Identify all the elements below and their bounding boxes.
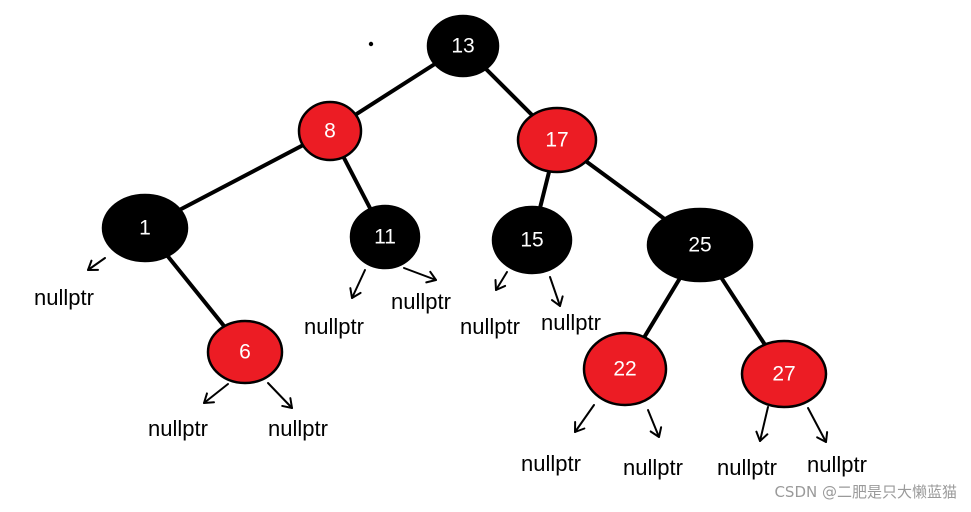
null-15-right: nullptr: [541, 276, 601, 335]
arrow-head-icon: [755, 430, 769, 442]
node-circle-red: [297, 100, 363, 162]
nullptr-label: nullptr: [807, 452, 867, 477]
stray-dot: [368, 41, 374, 47]
null-22-right: nullptr: [623, 409, 683, 480]
null-27-right: nullptr: [807, 407, 867, 477]
arrow-head-icon: [87, 259, 99, 271]
node-circle-black: [349, 204, 421, 270]
nullptr-label: nullptr: [391, 289, 451, 314]
nullptr-label: nullptr: [623, 455, 683, 480]
arrow-shaft: [87, 257, 106, 271]
node-circle-black: [101, 193, 189, 263]
tree-node-25: 25: [646, 207, 754, 283]
arrow-shaft: [574, 404, 595, 433]
tree-node-6: 6: [206, 319, 284, 385]
tree-node-11: 11: [349, 204, 421, 270]
arrow-head-icon: [550, 295, 564, 307]
node-label: 17: [545, 129, 568, 152]
watermark: CSDN @二肥是只大懒蓝猫: [774, 483, 957, 501]
node-label: 11: [374, 226, 396, 249]
arrow-shaft: [203, 383, 229, 404]
nullptr-label: nullptr: [148, 416, 208, 441]
tree-node-15: 15: [491, 205, 573, 275]
node-circle-black: [426, 14, 500, 78]
nullptr-label: nullptr: [717, 455, 777, 480]
nullptr-label: nullptr: [268, 416, 328, 441]
arrow-shaft: [403, 267, 437, 281]
node-circle-red: [582, 331, 668, 407]
node-label: 6: [239, 341, 251, 364]
nullptr-label: nullptr: [460, 314, 520, 339]
node-label: 13: [451, 35, 474, 58]
tree-node-22: 22: [582, 331, 668, 407]
tree-node-17: 17: [516, 106, 598, 174]
nullptr-label: nullptr: [541, 310, 601, 335]
null-11-left: nullptr: [304, 269, 366, 339]
node-label: 27: [772, 363, 795, 386]
arrow-shaft: [495, 271, 508, 291]
tree-node-8: 8: [297, 100, 363, 162]
arrow-shaft: [351, 269, 366, 299]
node-circle-red: [206, 319, 284, 385]
arrow-head-icon: [816, 431, 829, 443]
node-circle-black: [646, 207, 754, 283]
arrow-shaft: [549, 276, 561, 307]
null-27-left: nullptr: [717, 406, 777, 480]
node-circle-red: [740, 339, 828, 409]
node-label: 25: [688, 234, 711, 257]
node-label: 15: [520, 229, 543, 252]
arrow-head-icon: [494, 279, 507, 291]
arrow-shaft: [267, 382, 293, 409]
node-label: 22: [613, 358, 636, 381]
arrow-shaft: [759, 406, 769, 442]
null-1-left: nullptr: [34, 257, 106, 310]
arrow-head-icon: [649, 426, 663, 438]
node-label: 8: [324, 120, 336, 143]
node-circle-black: [491, 205, 573, 275]
arrow-shaft: [807, 407, 827, 443]
tree-node-13: 13: [426, 14, 500, 78]
nullptr-label: nullptr: [304, 314, 364, 339]
arrow-head-icon: [349, 287, 362, 299]
nullptr-label: nullptr: [34, 285, 94, 310]
arrow-head-icon: [203, 392, 215, 404]
node-label: 1: [139, 217, 151, 240]
tree-node-27: 27: [740, 339, 828, 409]
arrow-shaft: [647, 409, 660, 438]
null-22-left: nullptr: [521, 404, 595, 476]
null-6-left: nullptr: [148, 383, 229, 441]
arrow-head-icon: [281, 397, 293, 409]
nullptr-label: nullptr: [521, 451, 581, 476]
null-15-left: nullptr: [460, 271, 520, 339]
arrow-head-icon: [425, 270, 437, 284]
tree-node-1: 1: [101, 193, 189, 263]
null-11-right: nullptr: [391, 267, 451, 314]
node-circle-red: [516, 106, 598, 174]
null-6-right: nullptr: [267, 382, 328, 441]
arrow-head-icon: [574, 421, 586, 433]
